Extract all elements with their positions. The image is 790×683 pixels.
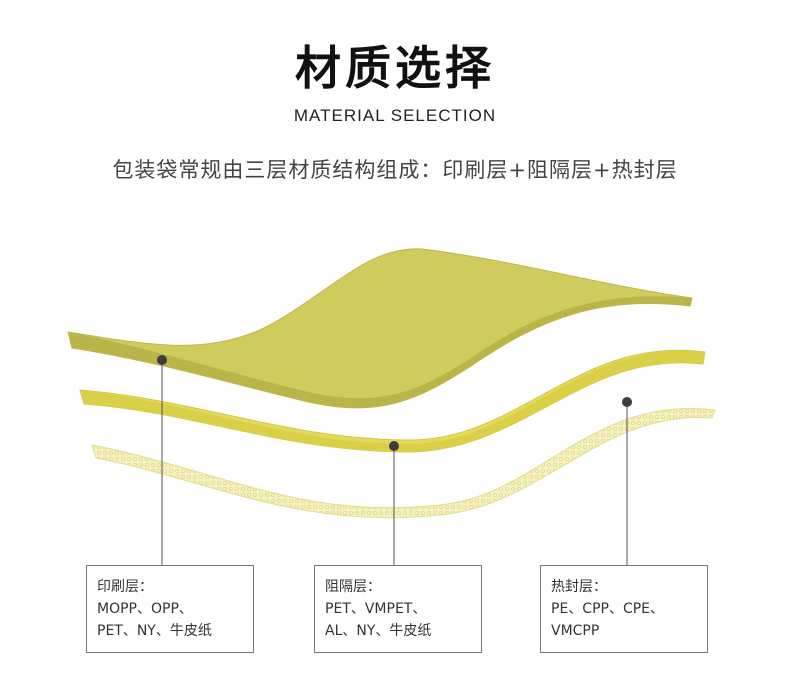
print-layer-edge — [68, 296, 692, 408]
print-layer-materials-line-2: PET、NY、牛皮纸 — [97, 623, 212, 639]
heat-seal-layer-materials-line-2: VMCPP — [551, 623, 600, 639]
page-title: 材质选择 — [295, 41, 495, 95]
print-layer-materials-line-1: MOPP、OPP、 — [97, 601, 193, 617]
barrier-layer-marker — [389, 441, 399, 451]
barrier-layer-heading: 阻隔层： — [325, 579, 381, 595]
barrier-layer-materials-line-1: PET、VMPET、 — [325, 601, 427, 617]
heat-seal-layer-marker — [622, 397, 632, 407]
heat-seal-layer — [91, 408, 716, 519]
print-layer-info-box: 印刷层： MOPP、OPP、 PET、NY、牛皮纸 — [86, 565, 254, 653]
heat-seal-layer-materials-line-1: PE、CPP、CPE、 — [551, 601, 665, 617]
structure-description: 包装袋常规由三层材质结构组成：印刷层+阻隔层+热封层 — [112, 158, 678, 182]
barrier-layer-info-box: 阻隔层： PET、VMPET、 AL、NY、牛皮纸 — [314, 565, 482, 653]
print-layer-marker — [157, 355, 167, 365]
heat-seal-layer-info-box: 热封层： PE、CPP、CPE、 VMCPP — [540, 565, 708, 653]
page-subtitle: MATERIAL SELECTION — [293, 106, 497, 125]
print-layer-heading: 印刷层： — [97, 579, 153, 595]
heat-seal-layer-heading: 热封层： — [551, 579, 607, 595]
barrier-layer-edge — [80, 350, 705, 452]
barrier-layer-materials-line-2: AL、NY、牛皮纸 — [325, 623, 432, 639]
